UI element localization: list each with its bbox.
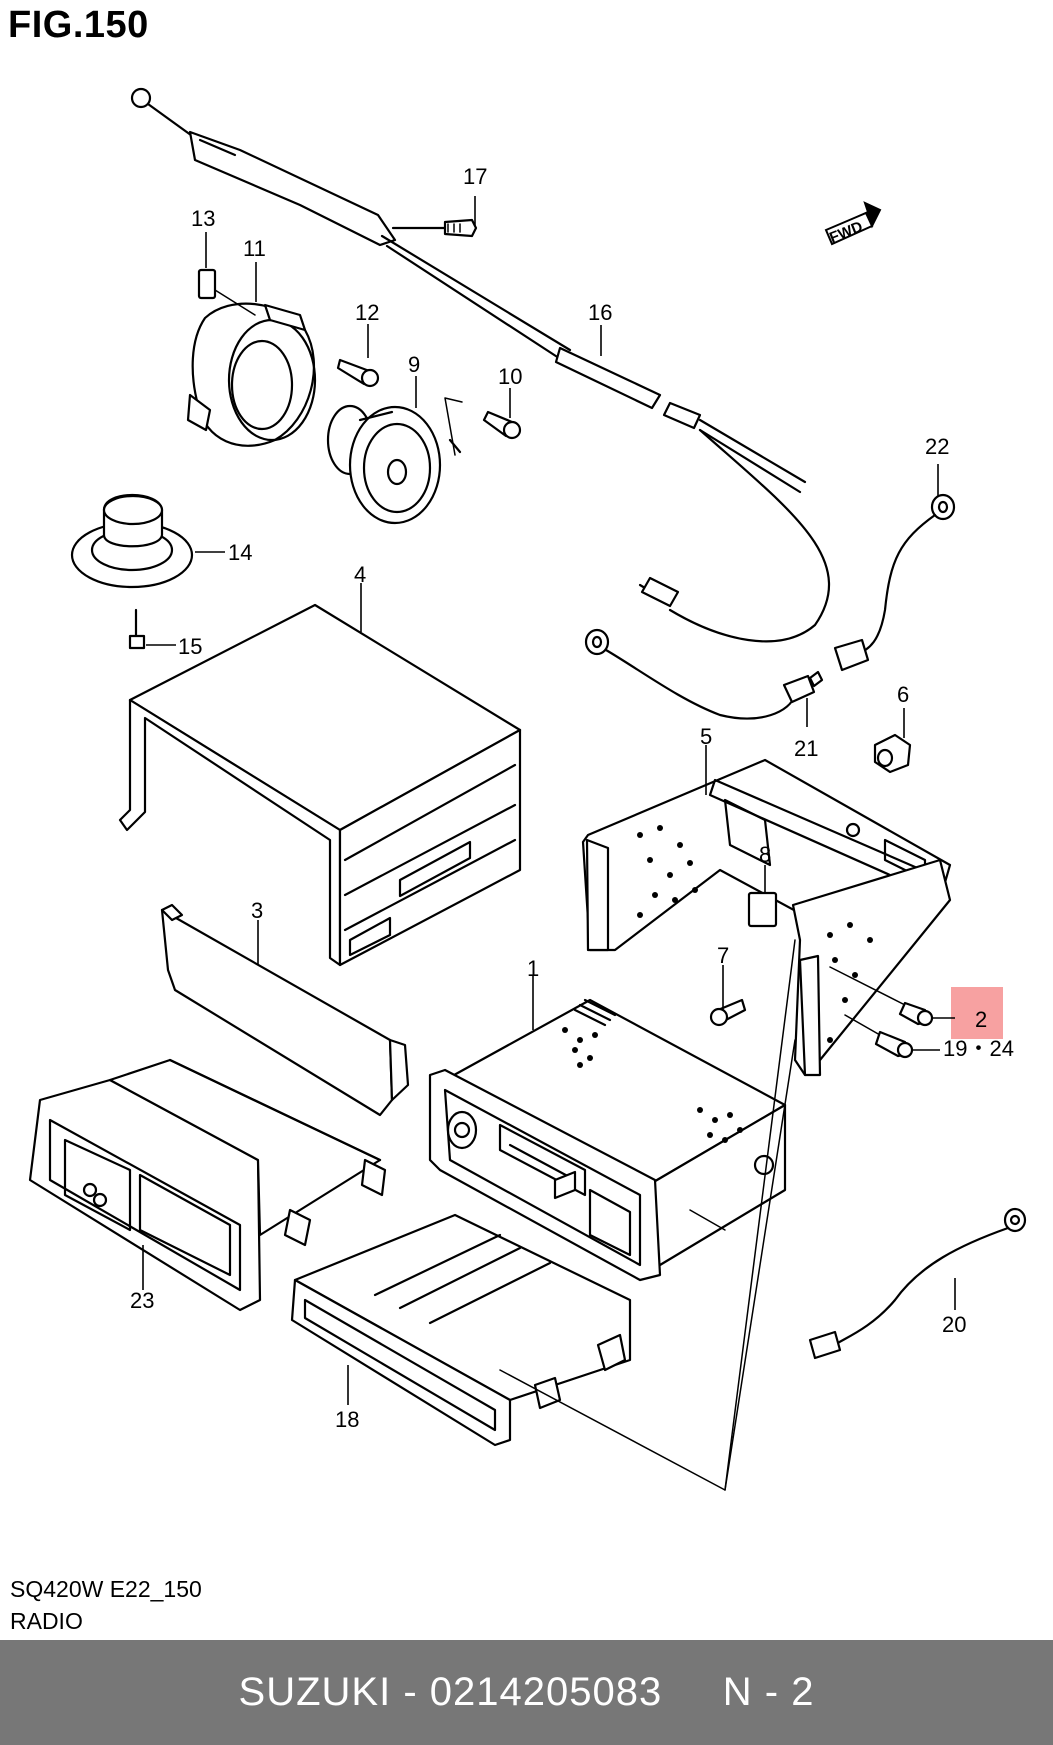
bracket-holes xyxy=(637,825,873,1043)
callout-17: 17 xyxy=(463,164,487,189)
callout-21: 21 xyxy=(794,736,818,761)
callout-5: 5 xyxy=(700,724,712,749)
section-caption: RADIO xyxy=(10,1608,83,1634)
screw-10 xyxy=(444,397,522,456)
footer-bar: SUZUKI - 0214205083 N - 2 xyxy=(0,1640,1053,1745)
fwd-label: FWD xyxy=(827,218,865,247)
clip-13 xyxy=(197,268,217,300)
part-callouts: 17 13 11 12 9 10 16 14 15 4 22 21 6 5 8 … xyxy=(130,164,1014,1432)
callout-14: 14 xyxy=(228,540,252,565)
clip-8 xyxy=(747,891,778,928)
callout-19-24: 19・24 xyxy=(943,1036,1014,1061)
assembly-guide-lines xyxy=(499,939,796,1491)
callout-23: 23 xyxy=(130,1288,154,1313)
screw-7 xyxy=(709,998,747,1027)
nut-6 xyxy=(873,733,912,774)
bracket-5 xyxy=(581,758,952,1077)
callout-11: 11 xyxy=(243,236,266,261)
callout-22: 22 xyxy=(925,434,949,459)
footer-part-number: SUZUKI - 0214205083 N - 2 xyxy=(238,1670,815,1714)
callout-4: 4 xyxy=(354,562,366,587)
wire-21 xyxy=(584,628,824,720)
speaker-14 xyxy=(70,493,194,589)
callout-2: 2 xyxy=(975,1007,987,1032)
model-caption: SQ420W E22_150 xyxy=(10,1576,202,1602)
callout-3: 3 xyxy=(251,898,263,923)
callout-18: 18 xyxy=(335,1407,359,1432)
callout-6: 6 xyxy=(897,682,909,707)
speaker-9 xyxy=(326,404,462,525)
callout-13: 13 xyxy=(191,206,215,231)
screw-17 xyxy=(391,218,478,238)
callout-16: 16 xyxy=(588,300,612,325)
exploded-parts-diagram: FWD 17 13 11 12 9 10 16 14 xyxy=(28,87,1027,1491)
highlight-part-2 xyxy=(951,987,1003,1039)
bolt-2 xyxy=(829,966,934,1027)
pocket-tray-18 xyxy=(290,1213,632,1447)
radio-vents xyxy=(562,1027,743,1143)
leader-lines xyxy=(142,196,956,1405)
callout-7: 7 xyxy=(717,943,729,968)
bolt-19-24 xyxy=(844,1014,914,1059)
callout-15: 15 xyxy=(178,634,202,659)
callout-12: 12 xyxy=(355,300,379,325)
figure-title: FIG.150 xyxy=(8,4,149,46)
callout-20: 20 xyxy=(942,1312,966,1337)
antenna-assembly xyxy=(130,87,831,643)
pocket-tray-23 xyxy=(28,1058,387,1312)
ground-wire-22 xyxy=(833,493,956,672)
radio-unit-1 xyxy=(428,998,787,1282)
callout-10: 10 xyxy=(498,364,522,389)
screw-15 xyxy=(128,608,146,650)
callout-1: 1 xyxy=(527,956,539,981)
callout-9: 9 xyxy=(408,352,420,377)
callout-8: 8 xyxy=(759,842,771,867)
cover-plate-3 xyxy=(160,903,410,1117)
wire-20 xyxy=(808,1207,1027,1360)
chassis-4 xyxy=(118,603,522,967)
screw-12 xyxy=(336,358,380,388)
speaker-holder-11 xyxy=(186,302,317,447)
fwd-arrow-icon: FWD xyxy=(824,201,882,247)
